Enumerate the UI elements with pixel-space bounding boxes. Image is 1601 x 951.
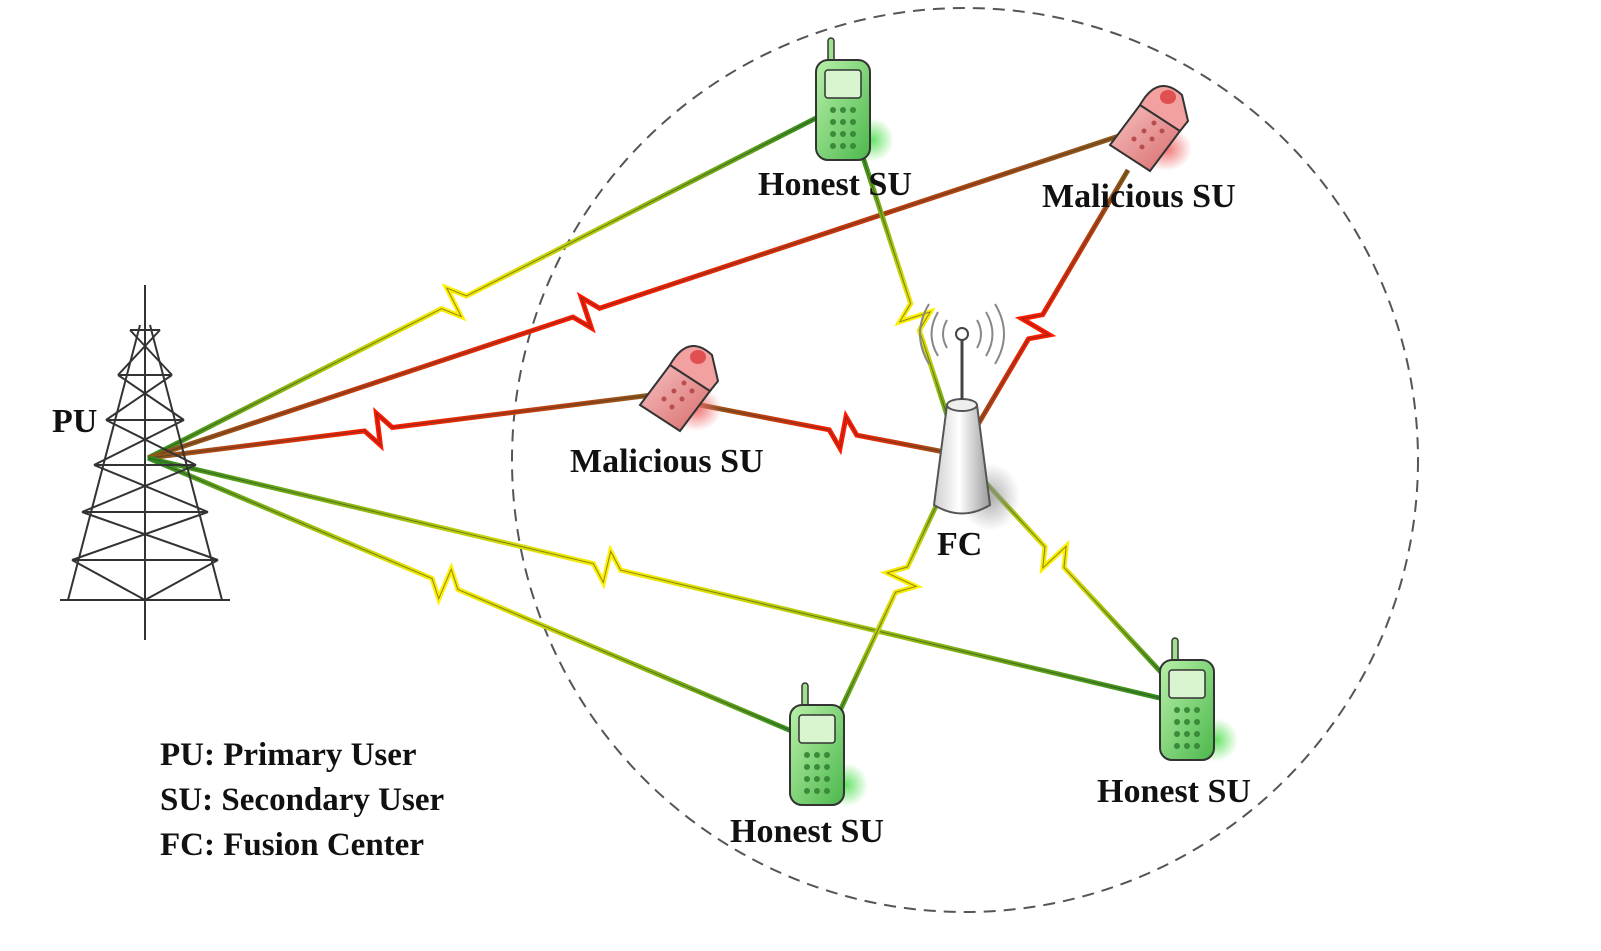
legend: PU: Primary User SU: Secondary User FC: … [160,737,444,863]
pu-tower-icon [60,285,230,640]
honest-phone-icon [1159,637,1238,762]
malicious-su-label: Malicious SU [1042,178,1236,215]
link-fc-malicious-mid-outline [699,404,961,456]
link-fc-honest-bottom-outline [829,454,961,733]
link-pu-honest-top-outline [147,111,829,459]
fc-label: FC [937,526,982,563]
honest-su-label: Honest SU [1097,773,1251,810]
link-pu-malicious-mid-outline [147,393,661,459]
coverage-area-circle [511,7,1419,913]
link-pu-honest-bottomright-outline [147,457,1169,701]
legend-item: FC: Fusion Center [160,827,424,863]
legend-item: PU: Primary User [160,737,417,773]
pu-label: PU [52,403,97,440]
honest-su-label: Honest SU [758,166,912,203]
link-pu-malicious-topright-outline [147,134,1123,459]
link-fc-honest-top-outline [859,147,961,456]
legend-item: SU: Secondary User [160,782,444,818]
link-fc-honest-bottomright-outline [959,454,1171,683]
link-pu-honest-bottom-outline [147,457,809,739]
honest-phone-icon [789,682,868,807]
honest-su-label: Honest SU [730,813,884,850]
malicious-phone-icon [638,345,722,433]
link-fc-malicious-topright-outline [959,169,1129,456]
malicious-su-label: Malicious SU [570,443,764,480]
malicious-phone-icon [1108,85,1192,173]
link-group [146,109,1172,741]
fc-station-icon [919,303,1020,531]
honest-phone-icon [815,37,894,162]
